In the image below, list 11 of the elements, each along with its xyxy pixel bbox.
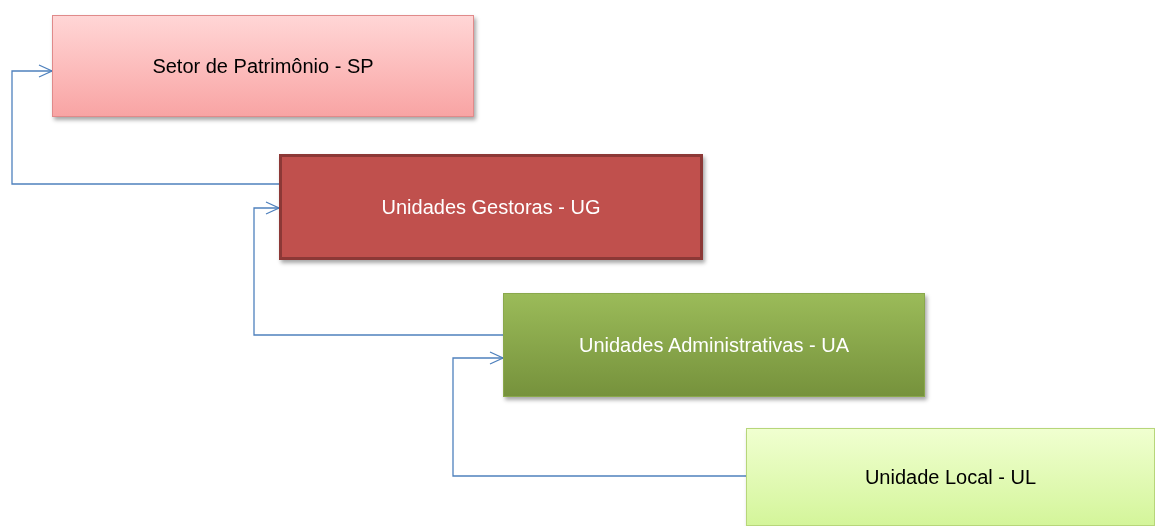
box-label: Unidade Local - UL [864, 465, 1037, 490]
process-box [503, 293, 925, 397]
connector-arrow [11, 64, 280, 185]
box-label: Setor de Patrimônio - SP [152, 54, 374, 79]
connector-arrow [452, 351, 747, 477]
box-label: Unidades Gestoras - UG [381, 195, 601, 220]
connector-arrow [253, 201, 504, 336]
box-label: Unidades Administrativas - UA [578, 333, 850, 358]
process-box [279, 154, 703, 260]
process-box [746, 428, 1155, 526]
process-box [52, 15, 474, 117]
